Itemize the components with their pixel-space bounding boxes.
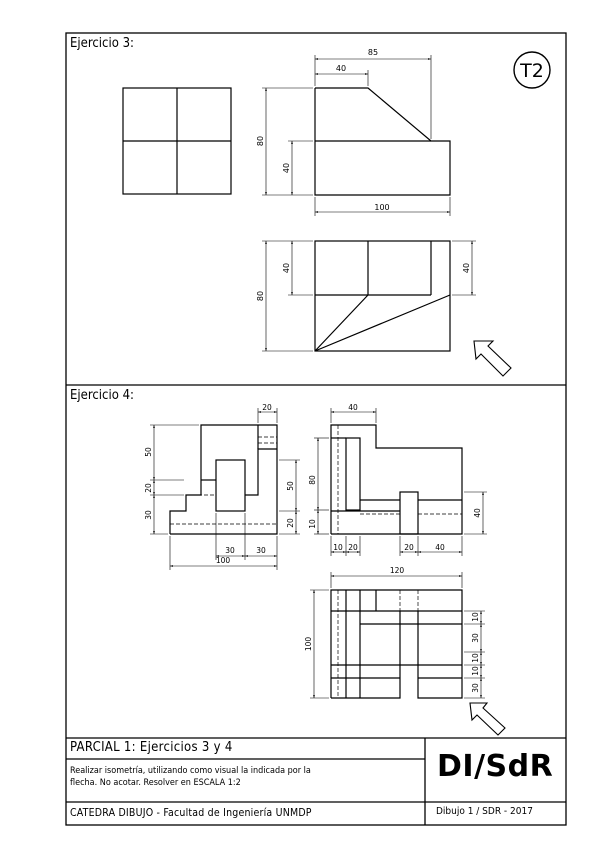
ex3-view-arrow-icon xyxy=(473,340,512,377)
exercise4-drawing xyxy=(150,408,506,736)
dim-50-left: 50 xyxy=(144,447,153,457)
exercise3-title: Ejercicio 3: xyxy=(70,36,134,51)
sheet-border xyxy=(65,32,567,826)
dim-20-top: 20 xyxy=(262,403,272,412)
ex4-side-view xyxy=(330,424,463,535)
dim-40-side-top: 40 xyxy=(348,403,358,412)
dim-40-left: 40 xyxy=(282,163,291,173)
dim-30-b2: 30 xyxy=(256,546,266,555)
dim-80-plan-left: 80 xyxy=(256,291,265,301)
ex4-front-hidden xyxy=(170,436,277,525)
dim-r10a: 10 xyxy=(471,612,480,622)
dim-100: 100 xyxy=(374,203,389,212)
ex3-dimension-labels: 85 40 80 40 100 40 80 40 xyxy=(256,48,471,301)
dim-20-left: 20 xyxy=(144,483,153,493)
ex3-dimensions xyxy=(262,55,476,352)
di-sdr-logo: DI/SdR xyxy=(437,749,554,784)
title-block-frame xyxy=(66,737,566,825)
t2-badge-text: T2 xyxy=(519,60,544,82)
ex4-dimensions xyxy=(150,408,487,699)
dim-20-b3: 20 xyxy=(404,543,414,552)
dim-r30b: 30 xyxy=(471,683,480,693)
title-block-heading: PARCIAL 1: Ejercicios 3 y 4 xyxy=(70,740,233,755)
dim-40-side-right: 40 xyxy=(473,508,482,518)
ex3-front-view xyxy=(314,87,451,196)
title-block-footer: CATEDRA DIBUJO - Facultad de Ingeniería … xyxy=(70,807,312,819)
exercise4-title: Ejercicio 4: xyxy=(70,388,134,403)
dim-20-b2: 20 xyxy=(348,543,358,552)
ex4-plan-hidden xyxy=(337,590,419,698)
ex4-front-view xyxy=(169,424,278,535)
ex4-dimension-labels: 20 50 20 30 50 20 30 30 100 40 80 10 40 … xyxy=(144,403,482,693)
dim-10-side: 10 xyxy=(308,519,317,529)
dim-85: 85 xyxy=(368,48,378,57)
dim-100-plan: 100 xyxy=(304,637,313,652)
dim-40-b4: 40 xyxy=(435,543,445,552)
ex4-plan-view xyxy=(330,589,463,699)
dim-r10c: 10 xyxy=(471,666,480,676)
t2-badge-circle xyxy=(513,51,551,89)
drawing-reference: Dibujo 1 / SDR - 2017 xyxy=(436,806,533,817)
ex3-left-view xyxy=(122,87,232,195)
dim-50-right: 50 xyxy=(286,481,295,491)
dim-80-left: 80 xyxy=(256,136,265,146)
dim-r10b: 10 xyxy=(471,653,480,663)
exercise3-drawing xyxy=(122,55,512,377)
instructions-line-1: Realizar isometría, utilizando como visu… xyxy=(70,766,311,776)
dim-120: 120 xyxy=(390,566,405,575)
ex4-side-hidden xyxy=(337,425,462,534)
dim-r30a: 30 xyxy=(471,633,480,643)
dim-30-b1: 30 xyxy=(225,546,235,555)
ex4-view-arrow-icon xyxy=(469,702,506,736)
ex3-plan-view xyxy=(314,240,451,352)
dim-100: 100 xyxy=(216,556,231,565)
dim-80-side: 80 xyxy=(308,475,317,485)
dim-20-right: 20 xyxy=(286,518,295,528)
instructions-line-2: flecha. No acotar. Resolver en ESCALA 1:… xyxy=(70,778,241,788)
dim-40-top: 40 xyxy=(336,64,346,73)
dim-10-b1: 10 xyxy=(333,543,343,552)
dim-40-plan-right: 40 xyxy=(462,263,471,273)
dim-40-plan-left: 40 xyxy=(282,263,291,273)
dim-30-left: 30 xyxy=(144,510,153,520)
